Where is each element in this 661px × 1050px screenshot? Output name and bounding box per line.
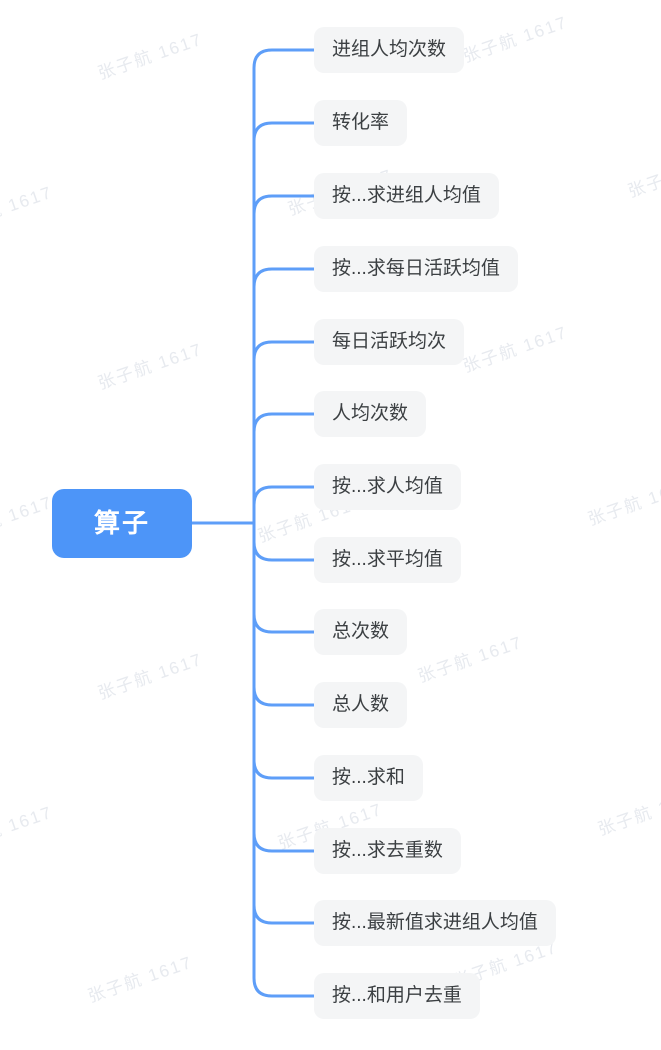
connector-branch <box>252 412 320 434</box>
mindmap-node-daily-active-avg-times[interactable]: 每日活跃均次 <box>314 319 465 365</box>
mindmap-node-by-per-capita-average[interactable]: 按...求人均值 <box>314 464 461 510</box>
mindmap-node-by-sum-and-user-dedupe[interactable]: 按...和用户去重 <box>314 973 480 1019</box>
mindmap-node-by-mean-value[interactable]: 按...求平均值 <box>314 537 461 583</box>
mindmap-node-total-times[interactable]: 总次数 <box>314 609 408 655</box>
connector-branch <box>252 194 320 216</box>
mindmap-node-total-people[interactable]: 总人数 <box>314 682 408 728</box>
connector-branch <box>252 758 320 780</box>
mindmap-node-by-latest-joiner-average[interactable]: 按...最新值求进组人均值 <box>314 900 556 946</box>
connector-branch <box>252 540 320 562</box>
connector-branch <box>252 485 320 507</box>
mindmap-root-node[interactable]: 算子 <box>52 489 192 558</box>
mindmap-node-by-joiner-average[interactable]: 按...求进组人均值 <box>314 173 499 219</box>
connector-branch <box>252 685 320 707</box>
connector-branch <box>252 903 320 925</box>
mindmap-node-per-capita-times[interactable]: 人均次数 <box>314 391 427 437</box>
connector-branch <box>252 340 320 362</box>
connector-branch <box>252 831 320 853</box>
mindmap-node-conversion-rate[interactable]: 转化率 <box>314 100 408 146</box>
mindmap-node-by-distinct-count[interactable]: 按...求去重数 <box>314 828 461 874</box>
connector-trunk <box>252 48 320 998</box>
connector-branch <box>252 121 320 143</box>
mindmap-node-by-daily-active-average[interactable]: 按...求每日活跃均值 <box>314 246 518 292</box>
connector-branch <box>252 267 320 289</box>
mindmap-node-avg-times-per-joiner[interactable]: 进组人均次数 <box>314 27 465 73</box>
mindmap-node-by-sum[interactable]: 按...求和 <box>314 755 423 801</box>
connector-branch <box>252 612 320 634</box>
